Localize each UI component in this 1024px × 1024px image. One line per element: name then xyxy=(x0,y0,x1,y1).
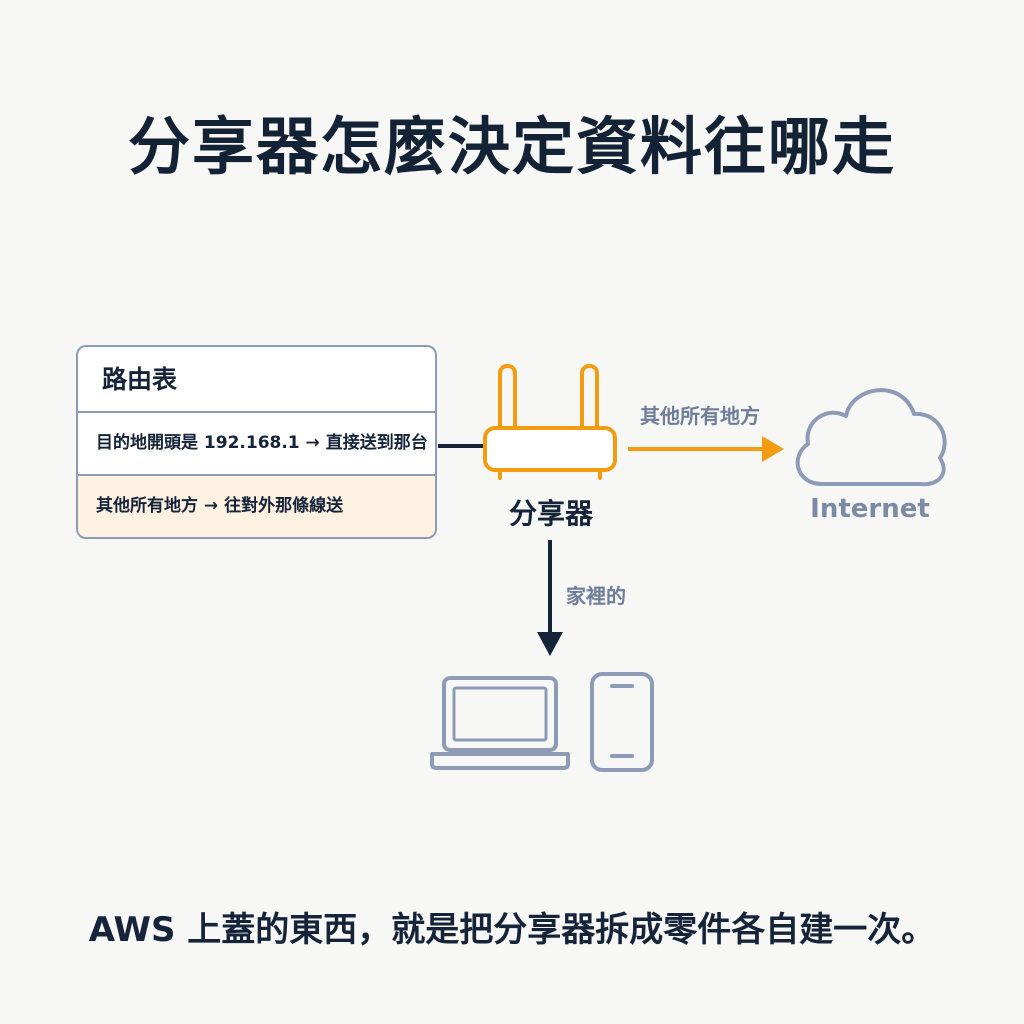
phone-icon xyxy=(590,672,654,772)
edge-label-home: 家裡的 xyxy=(566,584,626,608)
internet-arrow xyxy=(628,436,784,462)
router-label: 分享器 xyxy=(508,497,593,530)
cloud-icon xyxy=(795,388,947,487)
home-arrow xyxy=(537,540,563,656)
footer-caption: AWS 上蓋的東西，就是把分享器拆成零件各自建一次。 xyxy=(88,910,936,950)
page-title: 分享器怎麼決定資料往哪走 xyxy=(127,110,896,183)
routing-table-header: 路由表 xyxy=(78,347,435,413)
edge-label-internet: 其他所有地方 xyxy=(640,404,760,428)
routing-table: 路由表 目的地開頭是 192.168.1 → 直接送到那台 其他所有地方 → 往… xyxy=(76,345,437,539)
router-icon xyxy=(483,364,617,480)
laptop-icon xyxy=(430,676,570,770)
routing-table-row-local: 目的地開頭是 192.168.1 → 直接送到那台 xyxy=(78,413,435,476)
internet-label: Internet xyxy=(810,494,930,524)
routing-table-row-default: 其他所有地方 → 往對外那條線送 xyxy=(78,476,435,537)
